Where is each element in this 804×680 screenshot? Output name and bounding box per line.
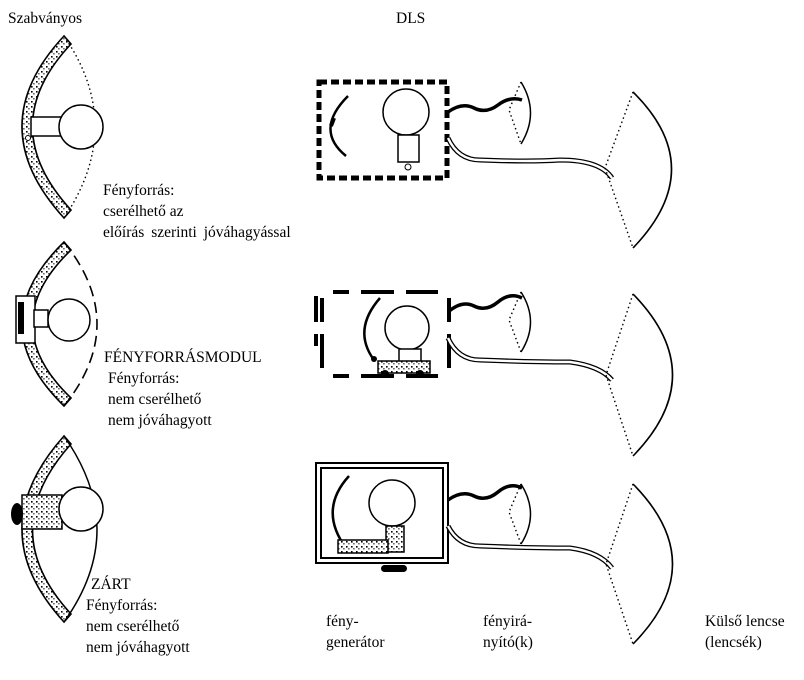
small-lens — [520, 291, 532, 353]
label-light-generator: fény- generátor — [326, 611, 385, 653]
module-connector — [381, 565, 407, 572]
generator-reflector — [329, 95, 349, 157]
outer-lens-dotted — [605, 483, 634, 645]
row1-line2: cserélhető az — [103, 203, 184, 220]
lamp-base — [385, 525, 405, 553]
light-generator-housing — [315, 462, 449, 564]
front-lens — [63, 435, 98, 623]
socket-contact — [404, 163, 412, 171]
module-contacts — [18, 302, 24, 334]
module-wheel — [416, 370, 424, 378]
reflector-tip — [329, 117, 336, 127]
bulb — [58, 486, 104, 532]
row1-line3: előírás szerinti jóváhagyással — [103, 224, 291, 241]
front-lens-dashed — [63, 241, 98, 407]
socket-contact — [25, 135, 31, 141]
light-generator-line1: fény- — [326, 613, 359, 630]
light-guide-line1: fényirá- — [483, 613, 533, 630]
module-wheel — [381, 370, 389, 378]
header-standard: Szabványos — [8, 10, 83, 27]
generator-reflector — [331, 475, 350, 549]
dls-system-module — [314, 290, 674, 457]
module-block — [337, 539, 389, 554]
small-lens — [520, 81, 532, 145]
row3-caption: ZÁRT Fényforrás: nem cserélhető nem jóvá… — [86, 574, 190, 658]
light-guide-line2: nyító(k) — [483, 634, 533, 651]
label-light-guide: fényirá- nyító(k) — [483, 611, 533, 653]
outer-lens — [632, 293, 674, 457]
outer-lens — [632, 91, 673, 249]
light-generator-dashed-housing — [314, 290, 451, 378]
header-dls: DLS — [396, 10, 426, 27]
module-connector — [11, 503, 23, 525]
row3-title: ZÁRT — [91, 576, 131, 593]
lamp-base — [397, 134, 420, 163]
outer-lens-line1: Külső lencse — [705, 613, 785, 630]
light-guide-cable — [445, 136, 615, 180]
outer-lens-line2: (lencsék) — [705, 634, 762, 651]
bulb — [368, 479, 416, 527]
reflector-shell — [21, 34, 73, 220]
row2-caption: FÉNYFORRÁSMODUL Fényforrás: nem cserélhe… — [104, 347, 262, 431]
light-generator-housing — [316, 79, 450, 181]
light-guide-wavy — [446, 294, 523, 314]
small-lens — [520, 483, 532, 545]
module-block — [21, 494, 63, 530]
row3-line1: Fényforrás: — [86, 597, 158, 614]
outer-lens — [632, 483, 674, 645]
label-outer-lens: Külső lencse (lencsék) — [705, 611, 785, 653]
bulb — [382, 88, 430, 136]
standard-headlamp-replaceable — [21, 34, 104, 220]
module-block — [377, 360, 431, 374]
dls-system-sealed — [315, 462, 674, 645]
generator-reflector — [363, 297, 381, 361]
standard-headlamp-module — [15, 240, 98, 408]
outer-lens-dotted — [604, 91, 634, 249]
bulb — [47, 298, 91, 342]
light-generator-line2: generátor — [326, 634, 385, 651]
light-guide-wavy — [446, 484, 523, 502]
reflector-tip — [371, 356, 377, 362]
row1-line1: Fényforrás: — [103, 182, 175, 199]
bulb — [58, 104, 104, 150]
dls-system-replaceable — [316, 79, 673, 249]
row2-line1: Fényforrás: — [108, 370, 180, 387]
row2-title: FÉNYFORRÁSMODUL — [104, 349, 262, 366]
row3-line3: nem jóváhagyott — [86, 639, 190, 656]
light-guide-wavy — [446, 97, 523, 114]
lamp-base — [30, 116, 62, 137]
small-lens-dotted — [508, 291, 522, 353]
lamp-base — [33, 309, 49, 328]
bulb — [384, 305, 430, 351]
row1-caption: Fényforrás: cserélhető az előírás szerin… — [103, 180, 291, 243]
standard-headlamp-sealed — [11, 434, 104, 624]
outer-lens-dotted — [605, 293, 634, 457]
row2-line3: nem jóváhagyott — [108, 412, 212, 429]
row3-line2: nem cserélhető — [86, 618, 180, 635]
small-lens-dotted — [508, 483, 522, 545]
small-lens-dotted — [508, 81, 522, 145]
row2-line2: nem cserélhető — [108, 391, 202, 408]
